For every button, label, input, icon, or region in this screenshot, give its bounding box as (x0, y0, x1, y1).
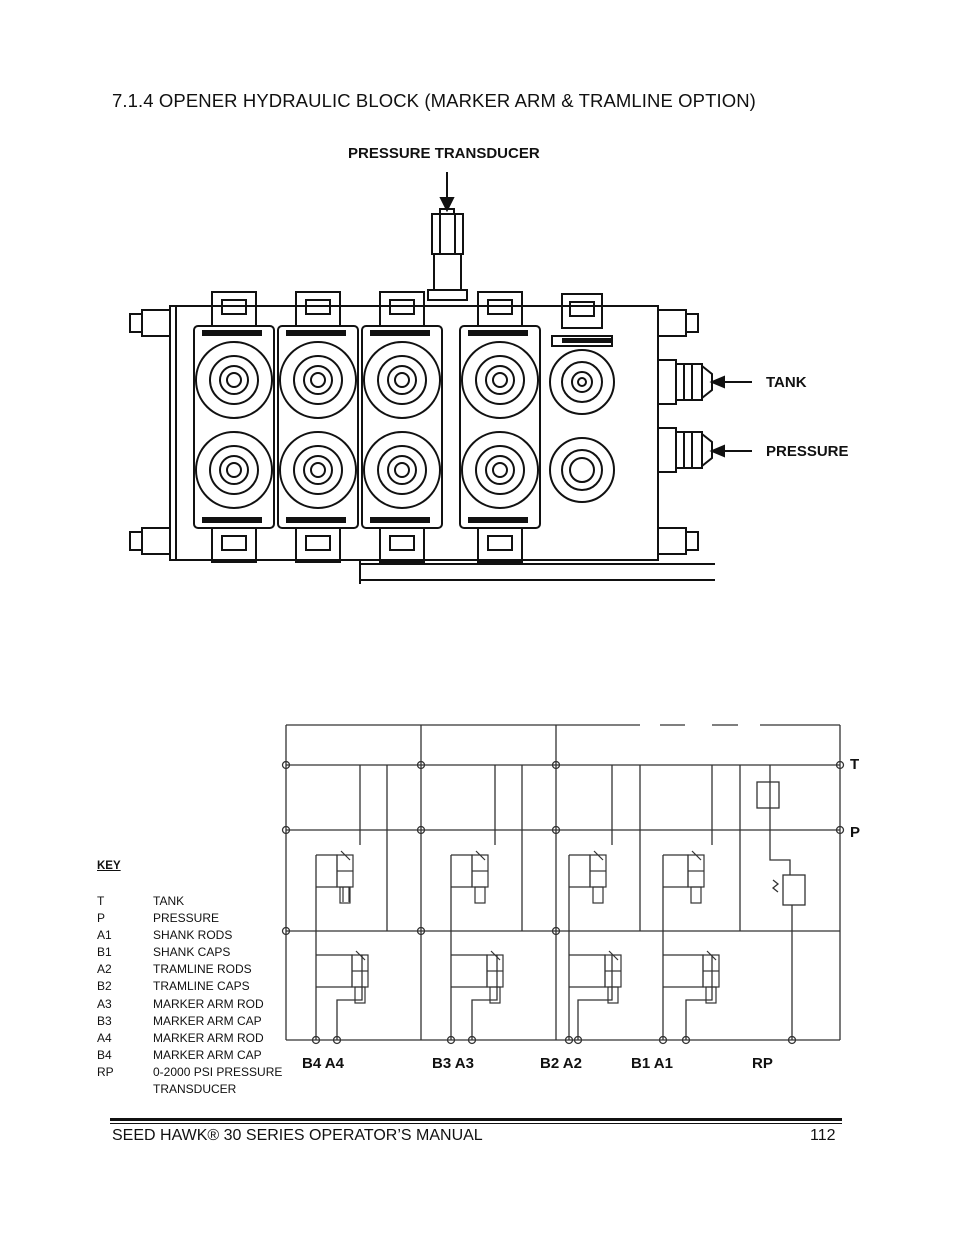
solenoid-valve-1-upper (687, 850, 705, 904)
footer-manual-title: SEED HAWK® 30 SERIES OPERATOR’S MANUAL (112, 1127, 483, 1144)
rail-label-pressure: P (850, 824, 861, 841)
solenoid-valve-1-lower (702, 950, 720, 1004)
valve-section-4 (193, 291, 275, 563)
port-label-b1-a1: B1 A1 (631, 1055, 673, 1072)
port-label-b3-a3: B3 A3 (432, 1055, 474, 1072)
solenoid-valve-3-upper (471, 850, 489, 904)
rail-label-tank: T (850, 756, 860, 773)
footer-rule-thin (110, 1123, 842, 1124)
footer-rule (110, 1118, 842, 1121)
callout-tank: TANK (766, 374, 807, 391)
callout-pressure: PRESSURE (766, 443, 849, 460)
port-label-b2-a2: B2 A2 (540, 1055, 582, 1072)
valve-section-2 (361, 291, 443, 563)
valve-section-1 (459, 291, 541, 563)
page-number: 112 (810, 1127, 836, 1144)
section-title: 7.1.4 OPENER HYDRAULIC BLOCK (MARKER ARM… (112, 90, 756, 111)
relief-section (549, 293, 615, 503)
port-label-b4-a4: B4 A4 (302, 1055, 344, 1072)
solenoid-valve-2-lower (604, 950, 622, 1004)
solenoid-valve-3-lower (486, 950, 504, 1004)
callout-pressure-transducer: PRESSURE TRANSDUCER (348, 145, 540, 162)
solenoid-valve-4-lower (351, 950, 369, 1004)
port-label-rp: RP (752, 1055, 773, 1072)
key-title: KEY (97, 860, 121, 872)
solenoid-valve-4-upper (336, 850, 354, 904)
solenoid-valve-2-upper (589, 850, 607, 904)
valve-section-3 (277, 291, 359, 563)
hydraulic-block-drawing (129, 172, 752, 584)
